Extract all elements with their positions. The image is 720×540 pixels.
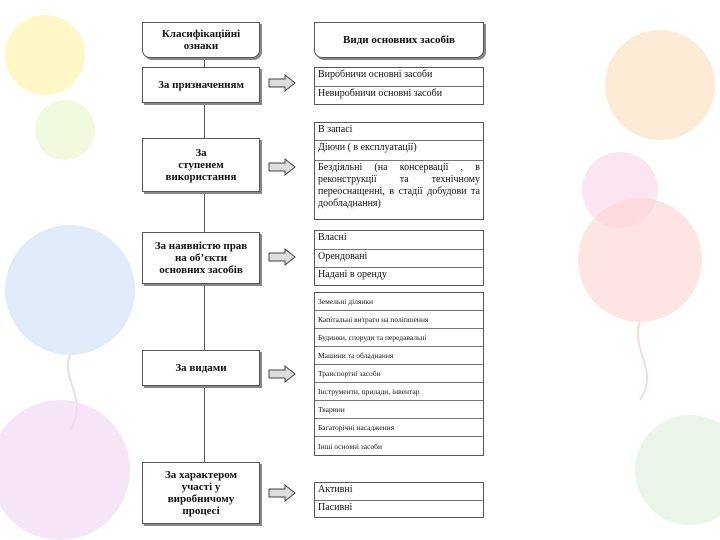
list-item: Надані в оренду: [315, 268, 483, 285]
list-item: Земельні ділянки: [315, 293, 483, 311]
list-item: Невиробничи основні засоби: [315, 87, 483, 105]
criterion-purpose: За призначенням: [142, 67, 260, 103]
pink-balloon-small: [582, 152, 658, 228]
list-item: Тварини: [315, 401, 483, 419]
participation-types: Активні Пасивні: [314, 482, 484, 518]
list-item: Виробничи основні засоби: [315, 68, 483, 87]
list-item: Капітальні витрати на поліпшення: [315, 311, 483, 329]
green-balloon: [35, 100, 95, 160]
list-item: Багаторічні насадження: [315, 419, 483, 437]
list-item: Інструменти, прилади, інвентар: [315, 383, 483, 401]
list-item: Пасивні: [315, 501, 483, 517]
types-header: Види основних засобів: [314, 22, 484, 58]
yellow-balloon: [5, 15, 85, 95]
green-balloon-right: [635, 415, 720, 525]
list-item: Машини та обладнання: [315, 347, 483, 365]
list-item: Орендовані: [315, 250, 483, 268]
blue-balloon-left: [5, 225, 135, 355]
criterion-ownership: За наявністю прав на об’єкти основних за…: [142, 232, 260, 284]
arrow-right-icon: [268, 158, 296, 176]
criterion-participation: За характером участі у виробничому проце…: [142, 462, 260, 524]
kinds-types: Земельні ділянки Капітальні витрати на п…: [314, 292, 484, 456]
list-item: Бездіяльні (на консервації , в реконстру…: [315, 161, 483, 219]
arrow-right-icon: [268, 248, 296, 266]
list-item: Власні: [315, 231, 483, 250]
list-item: Активні: [315, 483, 483, 501]
list-item: Будинки, споруди та передавальні: [315, 329, 483, 347]
connector-line: [204, 58, 205, 523]
pink-balloon: [578, 198, 702, 322]
criterion-usage: За ступенем використання: [142, 138, 260, 192]
arrow-right-icon: [268, 484, 296, 502]
arrow-right-icon: [268, 74, 296, 92]
arrow-right-icon: [268, 365, 296, 383]
orange-balloon: [605, 30, 715, 140]
classification-header: Класифікаційні ознаки: [142, 22, 260, 58]
list-item: Діючи ( в експлуатації): [315, 141, 483, 161]
criterion-kinds: За видами: [142, 350, 260, 386]
list-item: В запасі: [315, 123, 483, 141]
usage-types: В запасі Діючи ( в експлуатації) Бездіял…: [314, 122, 484, 220]
purpose-types: Виробничи основні засоби Невиробничи осн…: [314, 67, 484, 105]
list-item: Інші основні засоби: [315, 437, 483, 455]
purple-balloon: [0, 400, 130, 540]
list-item: Транспортні засоби: [315, 365, 483, 383]
ownership-types: Власні Орендовані Надані в оренду: [314, 230, 484, 286]
